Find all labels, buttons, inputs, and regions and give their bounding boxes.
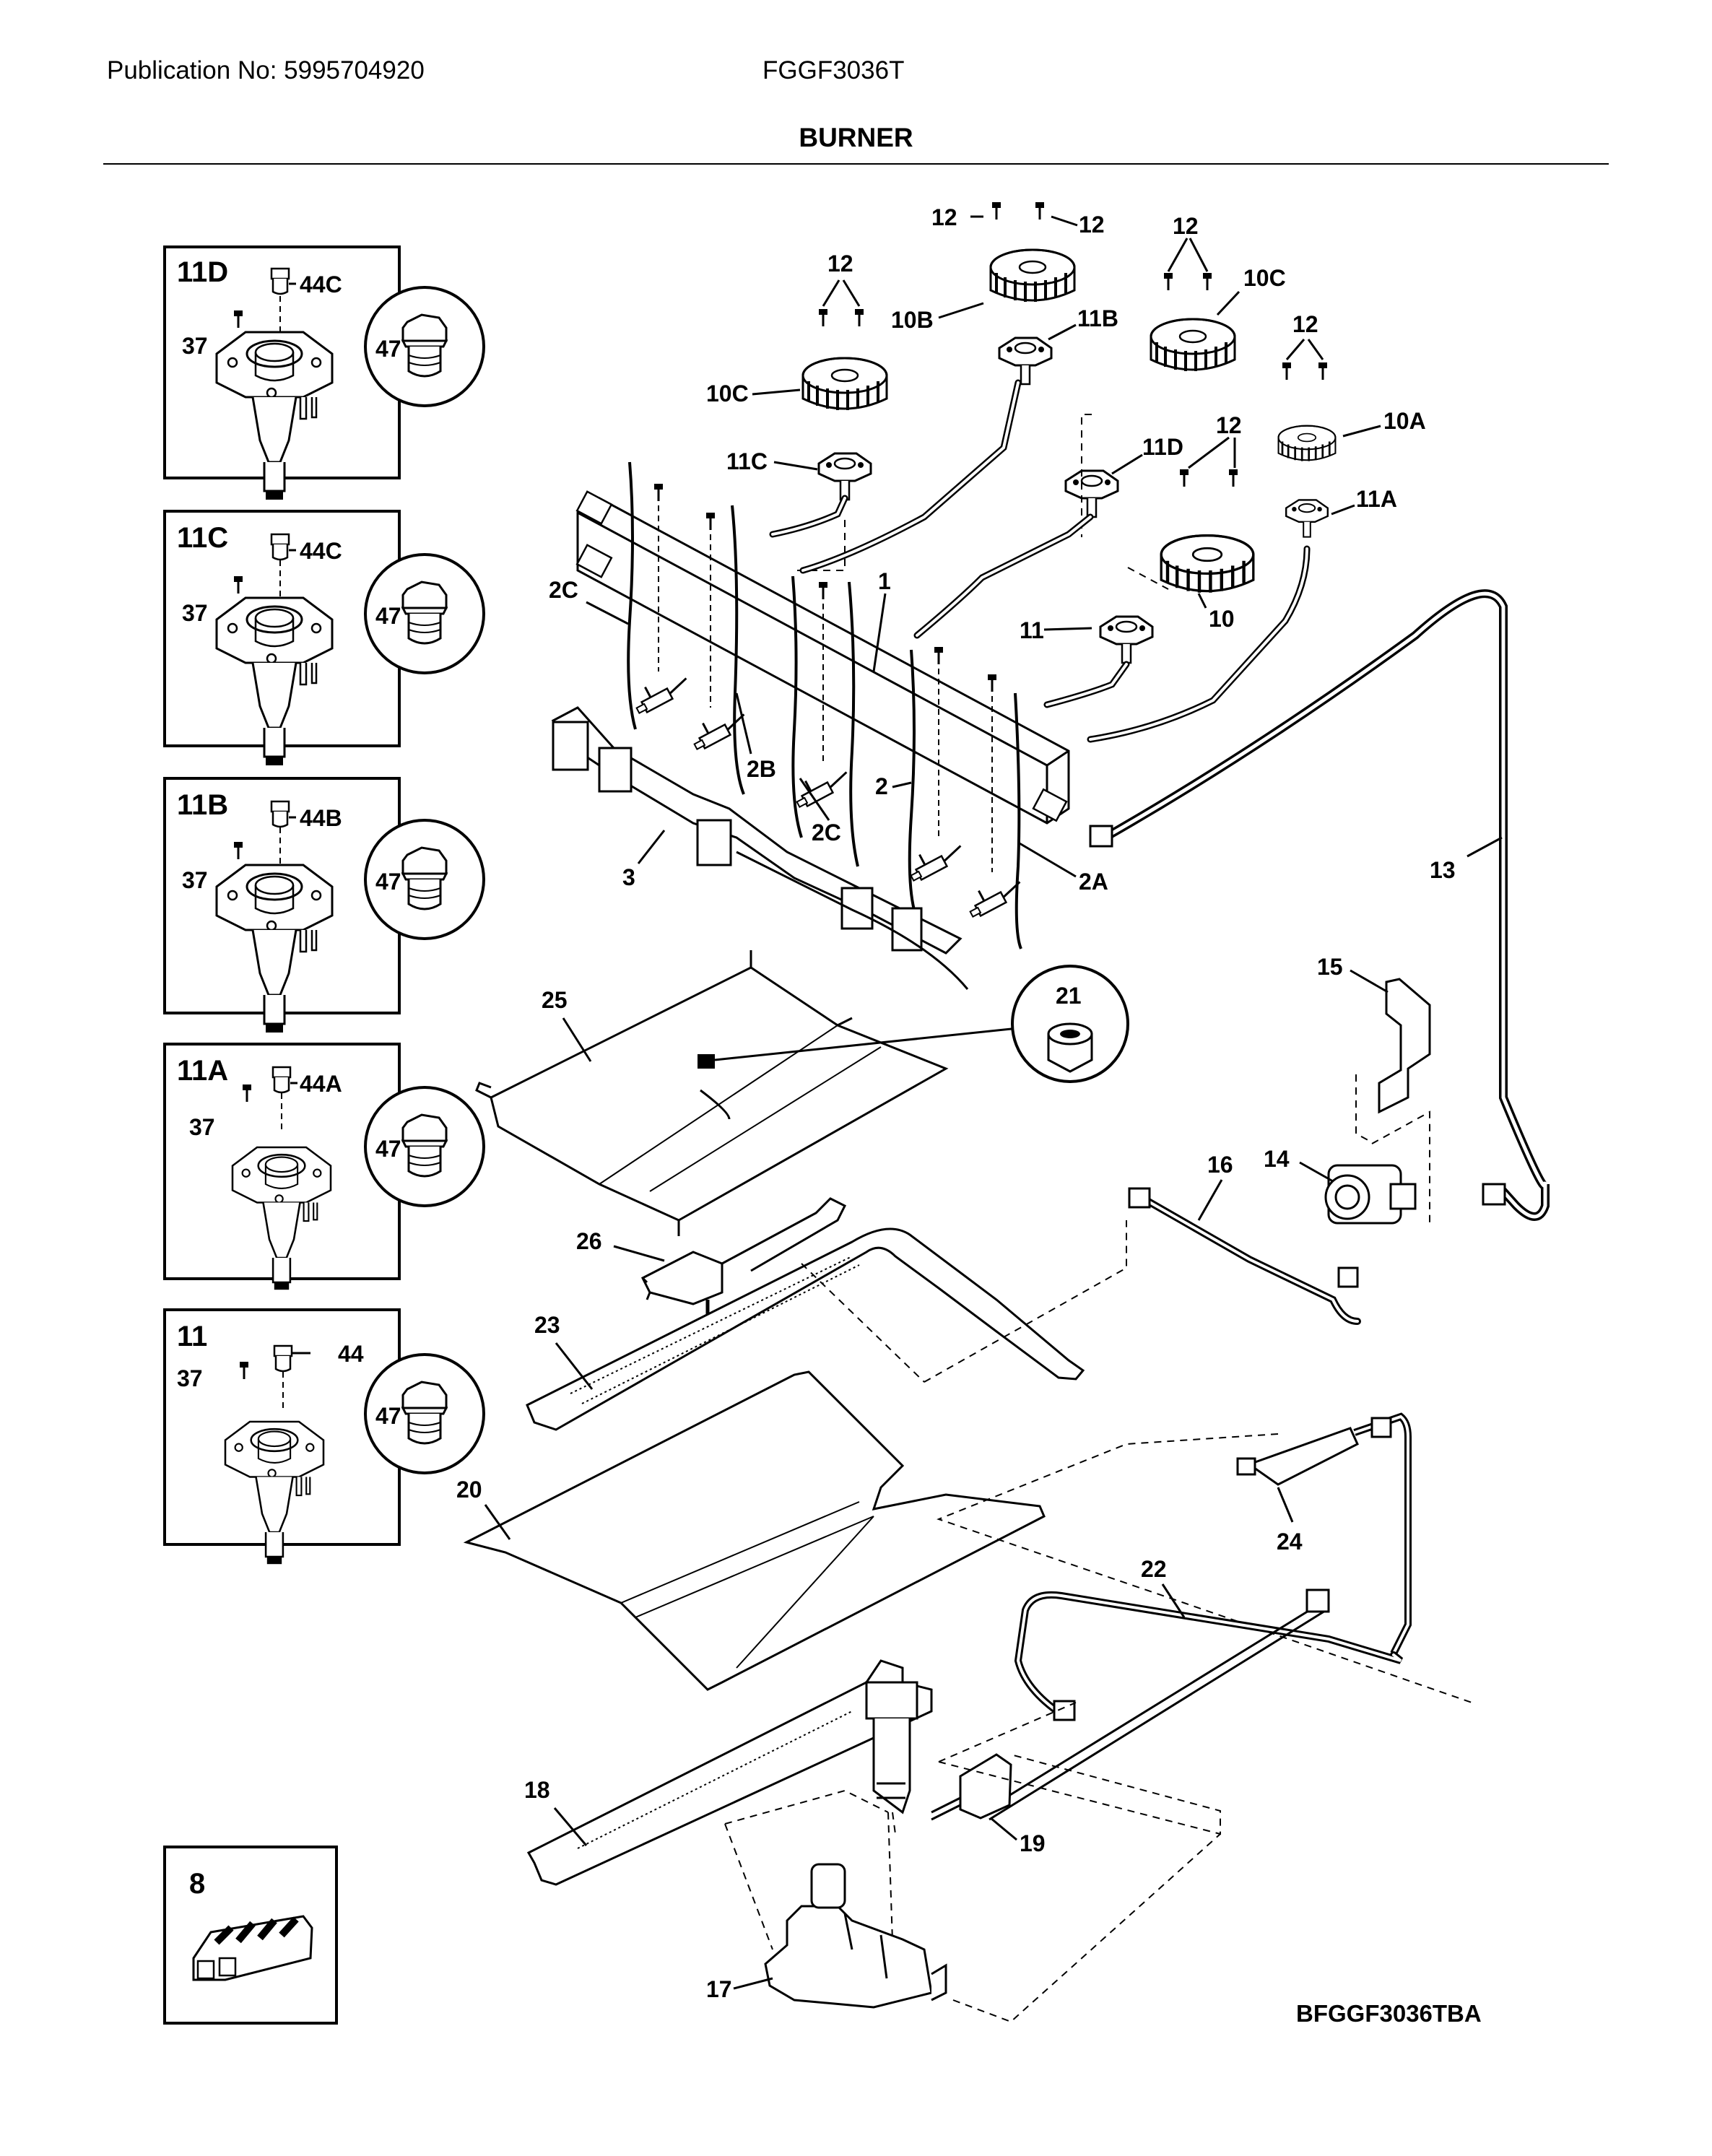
publication-number: Publication No: 5995704920 [107, 56, 425, 84]
orifice-holder-24: 24 [937, 1412, 1477, 1705]
inset-11A-circle: 47 [375, 1136, 401, 1162]
callout-18: 18 [524, 1777, 550, 1803]
inset-11C-label: 11C [177, 522, 228, 554]
inset-11B-orifice: 44B [300, 805, 342, 831]
callout-10b: 10B [891, 307, 934, 333]
inset-8-spark-module: 8 [163, 1846, 338, 2025]
manifold-rail: 1 [575, 490, 1070, 825]
callout-26: 26 [576, 1228, 602, 1254]
callout-2b: 2B [747, 756, 776, 782]
inset-11A: 11A 44A 37 47 [163, 1043, 485, 1291]
igniter-19: 19 [931, 1702, 1221, 1856]
model-number: FGGF3036T [762, 56, 905, 84]
callout-13: 13 [1430, 857, 1456, 883]
callout-20: 20 [456, 1477, 482, 1503]
callout-17: 17 [706, 1976, 732, 2002]
inset-11D-orifice: 44C [300, 271, 342, 297]
inset-11B: 11B 44B 37 47 [163, 777, 485, 1034]
inset-11A-label: 11A [177, 1055, 228, 1087]
diagram-code: BFGGF3036TBA [1296, 2000, 1482, 2027]
tube-22: 22 [981, 1556, 1404, 1821]
page-title: BURNER [799, 123, 913, 152]
callout-12a: 12 [931, 204, 957, 230]
inset-11C-screw: 37 [182, 600, 208, 626]
tube-16: 16 [1128, 1152, 1361, 1325]
lower-bracket: 3 [551, 706, 969, 990]
callout-22: 22 [1141, 1556, 1167, 1582]
inset-11D: 11D 44C 37 47 [163, 245, 485, 501]
inset-11: 11 44 37 47 [163, 1308, 485, 1565]
callout-12b: 12 [1079, 212, 1105, 238]
broil-burner-18: 18 [524, 1659, 933, 1886]
callout-2: 2 [875, 773, 888, 799]
callout-24: 24 [1277, 1529, 1303, 1555]
callout-11d: 11D [1142, 434, 1183, 460]
callout-12e: 12 [1292, 311, 1318, 337]
callout-11b: 11B [1077, 305, 1118, 331]
callout-10c-right: 10C [1243, 265, 1286, 291]
inset-11-circle: 47 [375, 1403, 401, 1429]
callout-12d: 12 [827, 251, 853, 277]
callout-10c-left: 10C [706, 381, 749, 407]
supply-tube-13: 13 [1089, 589, 1550, 1221]
deflector-20: 20 [456, 1370, 1046, 1691]
inset-8-label: 8 [189, 1868, 205, 1900]
callout-16: 16 [1207, 1152, 1233, 1178]
callout-2c-middle: 2C [812, 820, 841, 846]
inset-11-screw: 37 [177, 1365, 203, 1391]
inset-11C: 11C 44C 37 47 [163, 510, 485, 767]
burner-tube-23: 23 [526, 1220, 1127, 1431]
callout-2c-left: 2C [549, 577, 578, 603]
inset-11-label: 11 [177, 1321, 207, 1352]
callout-10: 10 [1209, 606, 1235, 632]
callout-10a: 10A [1383, 408, 1426, 434]
callout-25: 25 [542, 987, 568, 1013]
callout-12c: 12 [1173, 213, 1199, 239]
ignition-wire-arcs: 2C 2B 2C 2 2A [549, 461, 1108, 949]
inset-11B-circle: 47 [375, 869, 401, 895]
bracket-15: 15 [1317, 954, 1431, 1143]
burner-caps-and-bases: 12 12 10B 11B 12 10C 12 10C 11C [706, 201, 1426, 664]
inset-11A-orifice: 44A [300, 1071, 342, 1097]
nut-21: 21 [1011, 965, 1129, 1083]
inset-11D-label: 11D [177, 256, 228, 288]
callout-11c: 11C [726, 448, 768, 474]
callout-19: 19 [1020, 1830, 1046, 1856]
inset-11C-circle: 47 [375, 603, 401, 629]
inset-11B-label: 11B [177, 789, 228, 821]
inset-11-orifice: 44 [338, 1341, 364, 1367]
inset-11D-circle: 47 [375, 336, 401, 362]
inset-11C-orifice: 44C [300, 538, 342, 564]
callout-3: 3 [622, 864, 635, 890]
igniter-26: 26 [576, 1197, 847, 1305]
oven-valve-17: 17 [706, 1789, 1221, 2023]
valve-screws [653, 482, 998, 872]
callout-23: 23 [534, 1312, 560, 1338]
callout-12f: 12 [1216, 412, 1242, 438]
callout-11: 11 [1020, 617, 1044, 643]
deflector-25: 25 [475, 950, 1019, 1236]
callout-14: 14 [1264, 1146, 1290, 1172]
callout-11a: 11A [1356, 486, 1397, 512]
burner-tubes-inner [771, 381, 1308, 741]
inset-11D-screw: 37 [182, 333, 208, 359]
callout-15: 15 [1317, 954, 1343, 980]
inset-11B-screw: 37 [182, 867, 208, 893]
inset-11A-screw: 37 [189, 1114, 215, 1140]
header-divider [103, 163, 1609, 165]
callout-21: 21 [1056, 983, 1082, 1009]
callout-1: 1 [878, 568, 891, 594]
callout-2a: 2A [1079, 869, 1108, 895]
regulator-14: 14 [1264, 1110, 1430, 1227]
